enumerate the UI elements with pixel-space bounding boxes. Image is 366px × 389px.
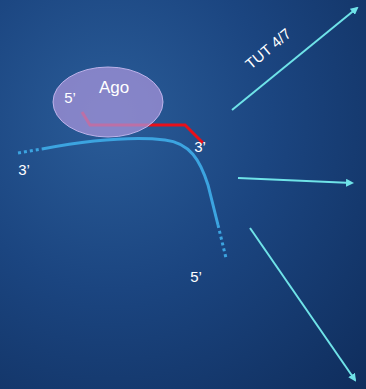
arrow-up	[232, 8, 357, 110]
arrow-down	[250, 228, 355, 380]
protein-name: Ago	[99, 78, 129, 98]
ellipse-shape	[53, 67, 163, 137]
end-label: 3’	[18, 162, 30, 177]
end-label: 3’	[194, 139, 206, 154]
end-label: 5’	[64, 90, 76, 105]
end-label: 5’	[190, 269, 202, 284]
target-rna-dotted-3	[18, 149, 42, 153]
target-rna	[42, 139, 218, 225]
arrow-right	[238, 178, 352, 183]
target-rna-dotted-5	[218, 225, 226, 258]
enzyme-label: TUT 4/7	[243, 25, 294, 71]
